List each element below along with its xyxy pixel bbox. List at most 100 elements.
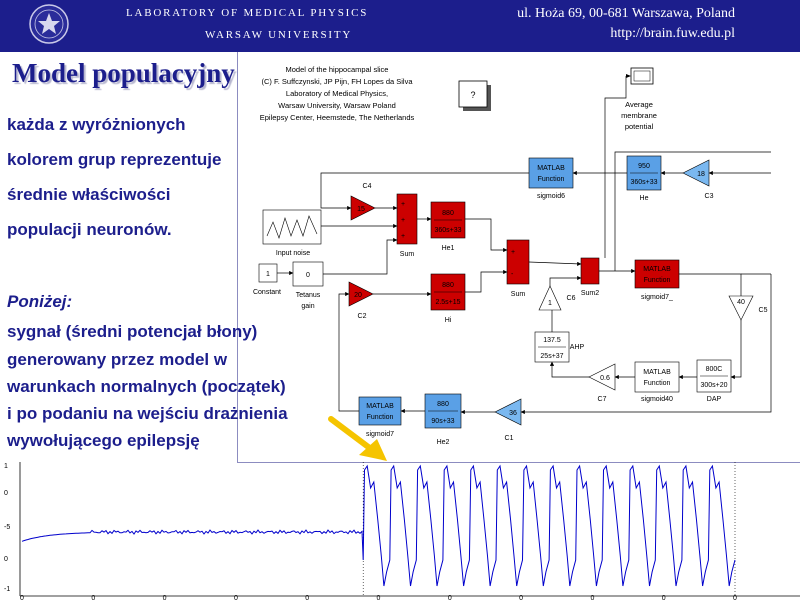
y-tick-label: -1 — [4, 586, 10, 593]
ahp-label: AHP — [570, 344, 585, 351]
svg-text:25s+37: 25s+37 — [540, 353, 563, 360]
description-line: każda z wyróżnionych — [7, 115, 186, 134]
below-line: sygnał (średni potencjał błony) — [7, 322, 258, 341]
c3-gain-block[interactable]: 18 — [682, 159, 710, 187]
svg-text:18: 18 — [697, 171, 705, 178]
c7-label: C7 — [598, 396, 607, 403]
c5-gain-block[interactable]: 40 — [728, 295, 754, 321]
svg-text:90s+33: 90s+33 — [431, 418, 454, 425]
svg-text:20: 20 — [354, 292, 362, 299]
onset-arrow-icon — [328, 416, 387, 461]
c3-label: C3 — [705, 193, 714, 200]
ahp-transfer-block[interactable]: 137.5 25s+37 — [534, 331, 570, 363]
university-logo-icon — [29, 4, 69, 44]
svg-text:+: + — [511, 249, 515, 256]
c2-gain-block[interactable]: 20 — [348, 281, 374, 307]
svg-text:360s+33: 360s+33 — [434, 227, 461, 234]
sigmoid6-block[interactable]: MATLAB Function — [528, 157, 574, 189]
university-name: WARSAW UNIVERSITY — [205, 29, 353, 41]
svg-text:0.6: 0.6 — [600, 375, 610, 382]
tetanus-gain-block[interactable]: 0 — [292, 261, 324, 287]
lab-name: LABORATORY OF MEDICAL PHYSICS — [126, 7, 369, 19]
sum2-label: Sum2 — [581, 290, 599, 297]
description-line: średnie właściwości — [7, 185, 171, 204]
constant-block[interactable]: 1 — [258, 263, 278, 283]
c6-label: C6 — [567, 295, 576, 302]
svg-text:+: + — [401, 233, 405, 240]
constant-label: Constant — [253, 289, 281, 296]
svg-text:300s+20: 300s+20 — [700, 382, 727, 389]
he2-label: He2 — [437, 439, 450, 446]
svg-text:40: 40 — [737, 299, 745, 306]
svg-text:137.5: 137.5 — [543, 337, 561, 344]
c1-gain-block[interactable]: 36 — [494, 398, 522, 426]
y-tick-label: 0 — [4, 556, 8, 563]
he1-transfer-block[interactable]: 880 360s+33 — [430, 201, 466, 239]
x-tick-label: 0 — [234, 595, 238, 600]
sum-block-left[interactable]: + + + — [396, 193, 418, 245]
sigmoid40-block[interactable]: MATLAB Function — [634, 361, 680, 393]
caption-line: Warsaw University, Warsaw Poland — [278, 101, 396, 110]
y-tick-labels: 10-50-1 — [4, 463, 10, 593]
scope-label: potential — [625, 122, 654, 131]
c5-label: C5 — [759, 307, 768, 314]
tetanus-label: Tetanus — [296, 292, 321, 299]
svg-text:+: + — [401, 201, 405, 208]
c2-label: C2 — [358, 313, 367, 320]
x-tick-label: 0 — [590, 595, 594, 600]
header-banner: LABORATORY OF MEDICAL PHYSICS WARSAW UNI… — [0, 0, 800, 52]
y-tick-label: 1 — [4, 463, 8, 470]
below-heading: Poniżej: — [7, 292, 73, 311]
svg-text:1: 1 — [548, 300, 552, 307]
sum-block-mid[interactable]: + - — [506, 239, 530, 285]
description-line: populacji neuronów. — [7, 220, 172, 239]
svg-text:880: 880 — [442, 282, 454, 289]
he-transfer-block[interactable]: 950 360s+33 — [626, 155, 662, 191]
help-block[interactable]: ? — [458, 80, 491, 111]
sigmoid7-block[interactable]: MATLAB Function — [358, 396, 402, 426]
slide-title: Model populacyjny — [12, 58, 235, 88]
model-caption: Model of the hippocampal slice (C) F. Su… — [260, 65, 415, 122]
svg-text:MATLAB: MATLAB — [643, 369, 671, 376]
svg-text:Function: Function — [644, 277, 671, 284]
x-tick-label: 0 — [519, 595, 523, 600]
x-tick-label: 0 — [305, 595, 309, 600]
signal-wires — [277, 76, 772, 415]
svg-text:950: 950 — [638, 163, 650, 170]
hi-transfer-block[interactable]: 880 2.5s+15 — [430, 273, 466, 311]
c1-label: C1 — [505, 435, 514, 442]
svg-text:?: ? — [470, 90, 475, 100]
svg-text:MATLAB: MATLAB — [366, 403, 394, 410]
he-label: He — [640, 195, 649, 202]
svg-text:360s+33: 360s+33 — [630, 179, 657, 186]
scope-block[interactable] — [626, 67, 654, 85]
caption-line: Laboratory of Medical Physics, — [286, 89, 388, 98]
caption-line: Epilepsy Center, Heemstede, The Netherla… — [260, 113, 415, 122]
dap-transfer-block[interactable]: 800C 300s+20 — [696, 359, 732, 393]
x-tick-label: 0 — [91, 595, 95, 600]
below-line: wywołującego epilepsję — [7, 431, 200, 450]
simulink-diagram: Model of the hippocampal slice (C) F. Su… — [237, 52, 800, 463]
y-tick-label: -5 — [4, 524, 10, 531]
he2-transfer-block[interactable]: 880 90s+33 — [424, 393, 462, 429]
x-tick-label: 0 — [662, 595, 666, 600]
below-line: generowany przez model w — [7, 350, 228, 369]
input-noise-block[interactable] — [262, 209, 322, 245]
dap-label: DAP — [707, 396, 722, 403]
svg-text:880: 880 — [437, 401, 449, 408]
scope-label: Average — [625, 100, 653, 109]
lab-address: ul. Hoża 69, 00-681 Warszawa, Poland — [517, 6, 735, 21]
signal-trace — [21, 464, 736, 587]
c4-gain-block[interactable]: 15 — [350, 195, 376, 221]
plot-axes — [19, 462, 800, 597]
c7-gain-block[interactable]: 0.6 — [588, 363, 616, 391]
c6-gain-block[interactable]: 1 — [538, 285, 562, 311]
svg-text:Function: Function — [644, 380, 671, 387]
svg-text:0: 0 — [306, 272, 310, 279]
sigmoid7-underscore-block[interactable]: MATLAB Function — [634, 259, 680, 289]
sum2-block[interactable] — [580, 257, 600, 285]
sigmoid40-label: sigmoid40 — [641, 396, 673, 403]
lab-url[interactable]: http://brain.fuw.edu.pl — [610, 26, 735, 41]
sigmoid7-underscore-label: sigmoid7_ — [641, 294, 673, 301]
